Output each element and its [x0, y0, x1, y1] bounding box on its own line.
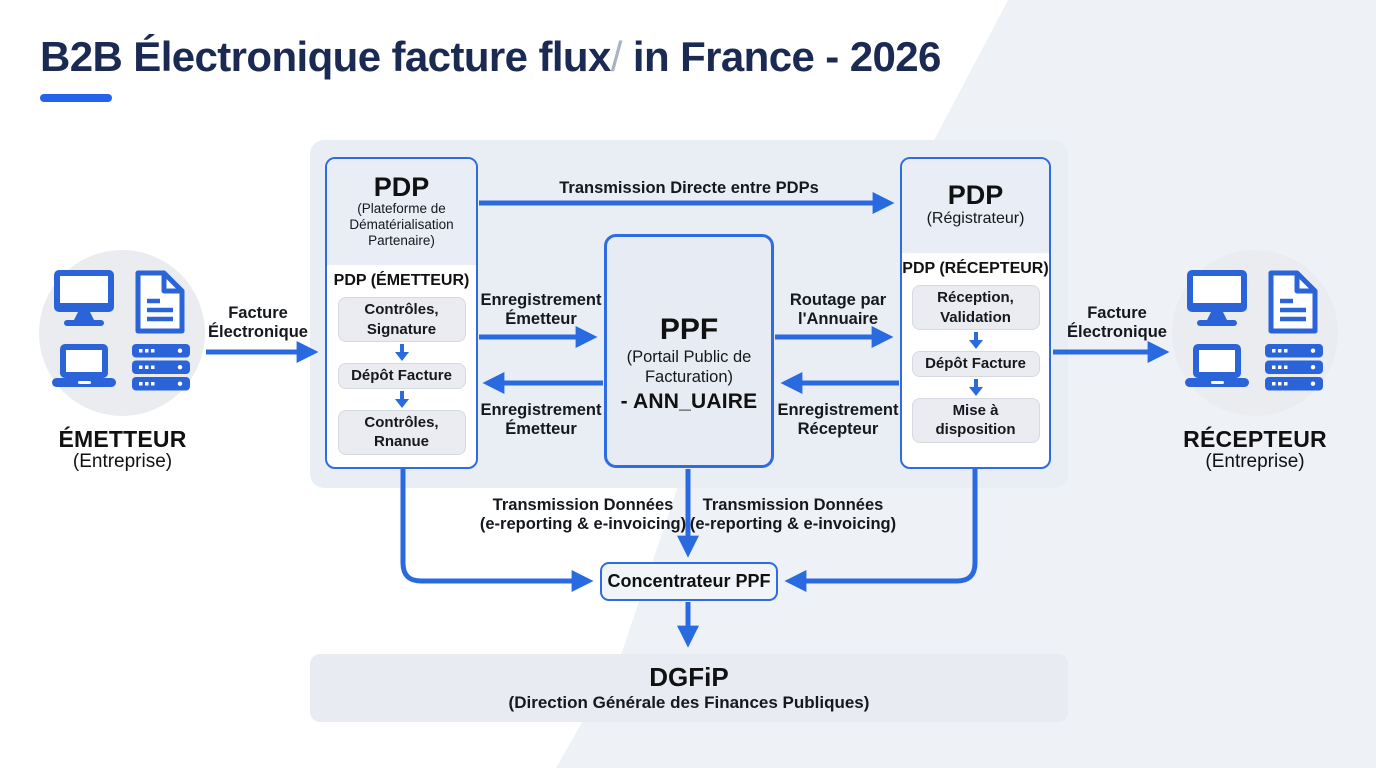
transmission-donnees-line1: Transmission Données — [492, 496, 674, 514]
page-title-slash: / — [610, 33, 623, 80]
facture-electronique-label-left: Facture Électronique — [208, 304, 308, 342]
dgfip-subtitle: (Direction Générale des Finances Publiqu… — [508, 692, 870, 712]
enregistrement-emetteur-bottom-label: Enregistrement Émetteur — [480, 401, 602, 439]
dgfip-box: DGFiP (Direction Générale des Finances P… — [310, 654, 1068, 722]
page-title-main: B2B Électronique facture flux — [40, 33, 611, 80]
step-controles-rnanue: Contrôles, Rnanue — [337, 409, 466, 455]
pdp-emitter-header: PDP (Plateforme de Dématérialisation Par… — [327, 159, 476, 265]
concentrateur-box: Concentrateur PPF — [600, 562, 778, 601]
transmission-donnees-line2: (e-reporting & e-invoicing) — [479, 515, 687, 534]
down-arrow-icon — [394, 390, 410, 408]
ppf-card: PPF (Portail Public de Facturation) - AN… — [604, 234, 774, 468]
pdp-emitter-title: PDP — [373, 171, 430, 202]
receiver-devices-icon — [1185, 268, 1325, 394]
pdp-receiver-header: PDP (Régistrateur) — [902, 159, 1049, 253]
emitter-subtitle: (Entreprise) — [72, 451, 173, 472]
routage-annuaire-label: Routage par l'Annuaire — [789, 291, 887, 329]
ppf-subtitle: (Portail Public de Facturation) — [626, 347, 752, 386]
page-title: B2B Électronique facture flux/ in France… — [40, 33, 941, 81]
step-depot-facture: Dépôt Facture — [337, 363, 466, 389]
enregistrement-recepteur-label: Enregistrement Récepteur — [777, 401, 899, 439]
down-arrow-icon — [394, 344, 410, 361]
transmission-donnees-right-label: Transmission Données (e-reporting & e-in… — [673, 496, 913, 535]
transmission-donnees-line1: Transmission Données — [702, 496, 884, 514]
step-controles-signature: Contrôles, Signature — [337, 297, 466, 342]
step-mise-a-disposition: Mise à disposition — [911, 397, 1040, 443]
receiver-name: RÉCEPTEUR — [1183, 426, 1327, 452]
dgfip-title: DGFiP — [649, 662, 729, 693]
transmission-directe-label: Transmission Directe entre PDPs — [559, 179, 819, 197]
page-title-tail: in France - 2026 — [621, 33, 941, 80]
title-underline — [40, 94, 112, 102]
enregistrement-emetteur-top-label: Enregistrement Émetteur — [480, 291, 602, 329]
pdp-emitter-card: PDP (Plateforme de Dématérialisation Par… — [325, 157, 478, 469]
ppf-annuaire: - ANN_UAIRE — [620, 389, 758, 413]
concentrateur-label: Concentrateur PPF — [607, 571, 771, 591]
step-depot-facture-r: Dépôt Facture — [911, 351, 1040, 377]
receiver-subtitle: (Entreprise) — [1205, 451, 1305, 472]
emitter-name: ÉMETTEUR — [58, 426, 187, 452]
transmission-donnees-line2: (e-reporting & e-invoicing) — [689, 515, 897, 534]
pdp-emitter-body: PDP (ÉMETTEUR) Contrôles, Signature Dépô… — [327, 265, 476, 467]
pdp-receiver-title: PDP — [947, 180, 1004, 211]
emitter-devices-icon — [52, 268, 192, 394]
transmission-donnees-left-label: Transmission Données (e-reporting & e-in… — [463, 496, 703, 535]
pdp-receiver-card: PDP (Régistrateur) PDP (RÉCEPTEUR) Récep… — [900, 157, 1051, 469]
down-arrow-icon — [968, 378, 984, 396]
ppf-title: PPF — [659, 313, 719, 347]
pdp-receiver-body: PDP (RÉCEPTEUR) Réception, Validation Dé… — [902, 253, 1049, 467]
pdp-receiver-section-label: PDP (RÉCEPTEUR) — [902, 260, 1049, 277]
down-arrow-icon — [968, 332, 984, 349]
pdp-emitter-subtitle: (Plateforme de Dématérialisation Partena… — [349, 201, 454, 249]
facture-electronique-label-right: Facture Électronique — [1067, 304, 1167, 342]
pdp-emitter-section-label: PDP (ÉMETTEUR) — [333, 272, 470, 289]
step-reception-validation: Réception, Validation — [911, 285, 1040, 330]
pdp-receiver-subtitle: (Régistrateur) — [926, 209, 1025, 227]
